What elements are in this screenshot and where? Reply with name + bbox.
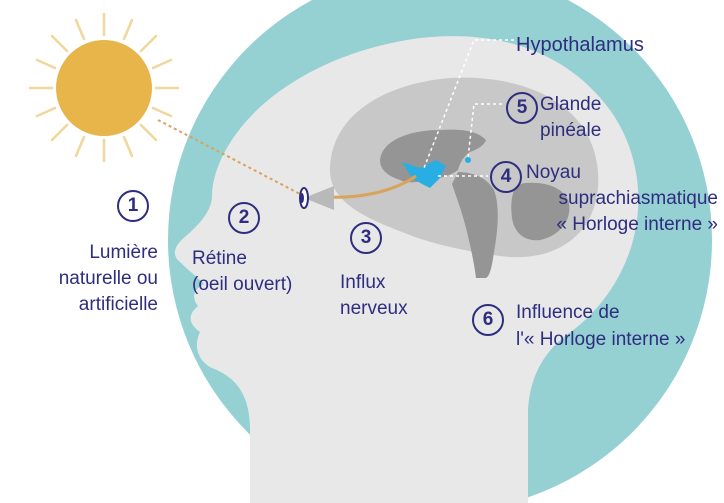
step-label-6: Influence de	[516, 300, 620, 326]
step-number-3: 3	[350, 222, 382, 254]
sun-icon	[30, 14, 178, 161]
step-number-5: 5	[506, 92, 538, 124]
hypothalamus-label: Hypothalamus	[516, 32, 644, 58]
step-number-2: 2	[228, 202, 260, 234]
step-label-4-detail: suprachiasmatique« Horloge interne »	[500, 186, 718, 238]
step-label-2: Rétine(oeil ouvert)	[192, 246, 292, 298]
step-label-4: Noyau	[526, 160, 581, 186]
step-number-1: 1	[117, 190, 149, 222]
pineal-gland	[465, 157, 471, 163]
step-number-6: 6	[472, 304, 504, 336]
step-label-6-detail: l'« Horloge interne »	[516, 327, 685, 353]
